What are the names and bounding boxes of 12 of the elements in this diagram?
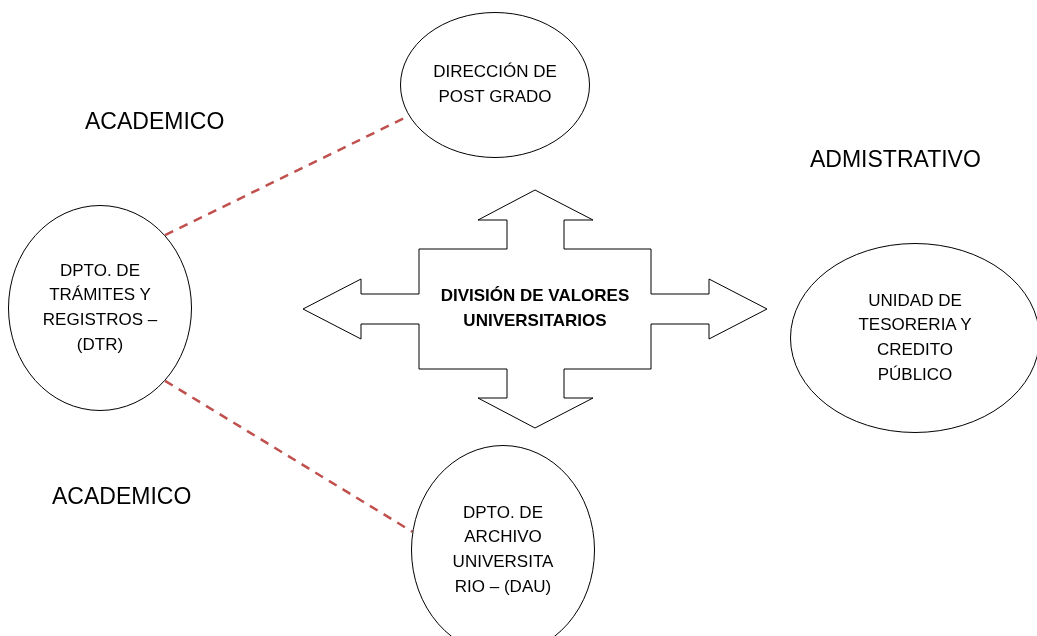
ellipse-node [8, 205, 192, 411]
node-text: DPTO. DE TRÁMITES Y REGISTROS – (DTR) [41, 259, 159, 356]
category-label: ADMISTRATIVO [810, 146, 981, 173]
node-text: DIRECCIÓN DE POST GRADO [432, 61, 558, 108]
ellipse-node [400, 12, 590, 158]
node-text: UNIDAD DE TESORERIA Y CREDITO PÚBLICO [857, 289, 973, 386]
four-way-arrow-shape [303, 190, 767, 428]
node-text: DIVISIÓN DE VALORES UNIVERSITARIOS [439, 285, 631, 332]
category-label: ACADEMICO [85, 108, 225, 135]
node-text: DPTO. DE ARCHIVO UNIVERSITA RIO – (DAU) [451, 501, 555, 598]
dashed-connector [164, 379, 414, 533]
category-label: ACADEMICO [52, 483, 192, 510]
